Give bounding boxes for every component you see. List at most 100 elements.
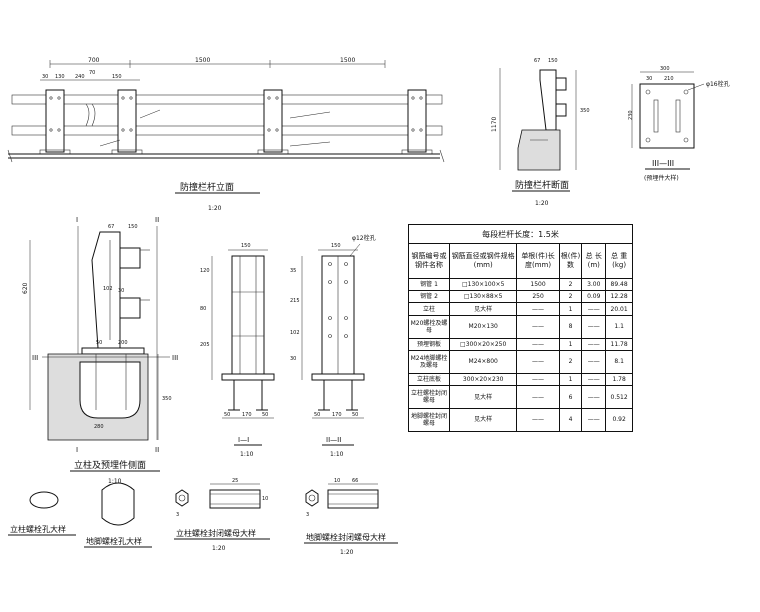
post-title: 立柱及预埋件侧面	[74, 459, 146, 471]
table-cell: 见大样	[449, 385, 518, 409]
table-cell: 3.00	[581, 277, 607, 292]
table-cell: 6	[558, 385, 583, 409]
dim-10-n: 10	[262, 496, 268, 502]
table-cell: 2	[558, 277, 583, 292]
dim-50-p: 50	[96, 340, 102, 346]
section-scale: 1:20	[535, 200, 549, 207]
dim-1500-b: 1500	[340, 57, 355, 64]
table-cell: 11.78	[605, 337, 633, 351]
table-cell: ——	[581, 314, 607, 339]
table-cell: M24地脚螺栓及螺母	[407, 349, 451, 374]
table-cell: 300×20×230	[449, 372, 518, 387]
table-cell: 预埋钢板	[407, 337, 451, 351]
dim-150-s: 150	[548, 58, 558, 64]
dim-120-i: 120	[200, 268, 210, 274]
table-header: 总 重(kg)	[605, 243, 633, 279]
table-caption: 每段栏杆长度：1.5米	[408, 224, 633, 244]
dim-102-p: 102	[103, 286, 113, 292]
table-row: 立柱底板 300×20×230 —— 1 —— 1.78	[407, 372, 633, 387]
table-header: 总 长(m)	[581, 243, 607, 279]
dim-300: 300	[660, 66, 670, 72]
bottom-details: 立柱螺栓孔大样 地脚螺栓孔大样 25 10 3 立柱螺栓封闭螺母大样 1:20 …	[8, 478, 398, 556]
dim-30-ii: 30	[290, 356, 296, 362]
dim-150-i: 150	[241, 243, 251, 249]
dim-67: 67	[534, 58, 540, 64]
table-cell: 1.78	[605, 372, 633, 387]
dim-3-n: 3	[176, 512, 179, 518]
sec2-title: II—II	[326, 436, 341, 444]
table-cell: 8.1	[605, 349, 633, 374]
nut-anchor-scale: 1:20	[340, 549, 354, 556]
dim-350-s: 350	[580, 108, 590, 114]
table-cell: 0.92	[605, 407, 633, 433]
table-cell: ——	[581, 385, 607, 409]
nut-post-scale: 1:20	[212, 545, 226, 552]
post-hole-shape	[29, 491, 59, 509]
section-II-view: φ12栓孔 150 35 215 102 30 50 170 50 II—II …	[290, 234, 376, 458]
table-cell: 2	[558, 290, 583, 304]
table-cell: ——	[516, 302, 560, 316]
marker-I-bot: I	[76, 446, 78, 454]
table-cell: 4	[558, 407, 583, 433]
table-cell: 立柱底板	[407, 372, 451, 387]
dim-50-ii-l: 50	[314, 412, 320, 418]
marker-II-bot: II	[155, 446, 159, 454]
table-cell: 地脚螺栓封闭螺母	[407, 407, 451, 433]
dim-150-p: 150	[128, 224, 138, 230]
table-cell: ——	[581, 407, 607, 433]
dim-150: 150	[112, 74, 122, 80]
table-cell: ——	[581, 302, 607, 316]
cross-section-view: 1170 67 150 350 防撞栏杆断面 1:20	[491, 58, 590, 207]
dim-215-ii: 215	[290, 298, 300, 304]
table-header: 单根(件)长度(mm)	[516, 243, 560, 279]
marker-III-r: III	[172, 354, 178, 362]
dim-200-p: 200	[118, 340, 128, 346]
dim-25: 25	[232, 478, 238, 484]
table-header: 根(件)数	[558, 243, 583, 279]
section-III-view: 300 30 210 230 φ16栓孔 III—III (预埋件大样)	[628, 66, 730, 182]
elevation-view: 700 1500 1500 30 130 240 70 150	[7, 57, 445, 212]
table-row: 立柱 见大样 —— 1 —— 20.01	[407, 302, 633, 316]
sec1-scale: 1:10	[240, 451, 254, 458]
dim-205-i: 205	[200, 342, 210, 348]
table-cell: 8	[558, 314, 583, 339]
table-cell: ——	[516, 407, 560, 433]
table-cell: ——	[516, 372, 560, 387]
table-row: 钢管 2 □130×88×5 250 2 0.09 12.28	[407, 290, 633, 304]
elevation-title: 防撞栏杆立面	[180, 181, 234, 193]
material-table: 每段栏杆长度：1.5米 钢筋编号或钢件名称 钢筋直径或钢件规格(mm) 单根(件…	[407, 224, 633, 433]
table-cell: □130×88×5	[449, 290, 518, 304]
section-title: 防撞栏杆断面	[515, 179, 569, 191]
post-side-view: I II 620 67 150 102 30 50 200 280 350 II…	[22, 216, 178, 485]
table-cell: 2	[558, 349, 583, 374]
dim-210: 210	[664, 76, 674, 82]
dim-700: 700	[88, 57, 100, 64]
dim-150-ii: 150	[331, 243, 341, 249]
dim-240: 240	[75, 74, 85, 80]
table-cell: 1	[558, 302, 583, 316]
dim-3-a: 3	[306, 512, 309, 518]
hole16-label: φ16栓孔	[706, 80, 730, 88]
table-cell: 立柱	[407, 302, 451, 316]
dim-35-ii: 35	[290, 268, 296, 274]
dim-70: 70	[89, 70, 95, 76]
table-cell: ——	[516, 337, 560, 351]
table-cell: 1	[558, 337, 583, 351]
table-cell: 0.512	[605, 385, 633, 409]
section3-title: III—III	[652, 159, 674, 168]
dim-1500-a: 1500	[195, 57, 210, 64]
dim-230: 230	[628, 110, 634, 120]
table-cell: 钢管 1	[407, 277, 451, 292]
table-cell: 钢管 2	[407, 290, 451, 304]
table-row: 预埋钢板 □300×20×250 —— 1 —— 11.78	[407, 337, 633, 351]
table-cell: 89.48	[605, 277, 633, 292]
hole-post-title: 立柱螺栓孔大样	[10, 524, 66, 534]
table-cell: 0.09	[581, 290, 607, 304]
table-cell: ——	[581, 337, 607, 351]
dim-30-b: 30	[646, 76, 652, 82]
sec1-title: I—I	[238, 436, 249, 444]
table-cell: □300×20×250	[449, 337, 518, 351]
table-cell: M20螺栓及螺母	[407, 314, 451, 339]
